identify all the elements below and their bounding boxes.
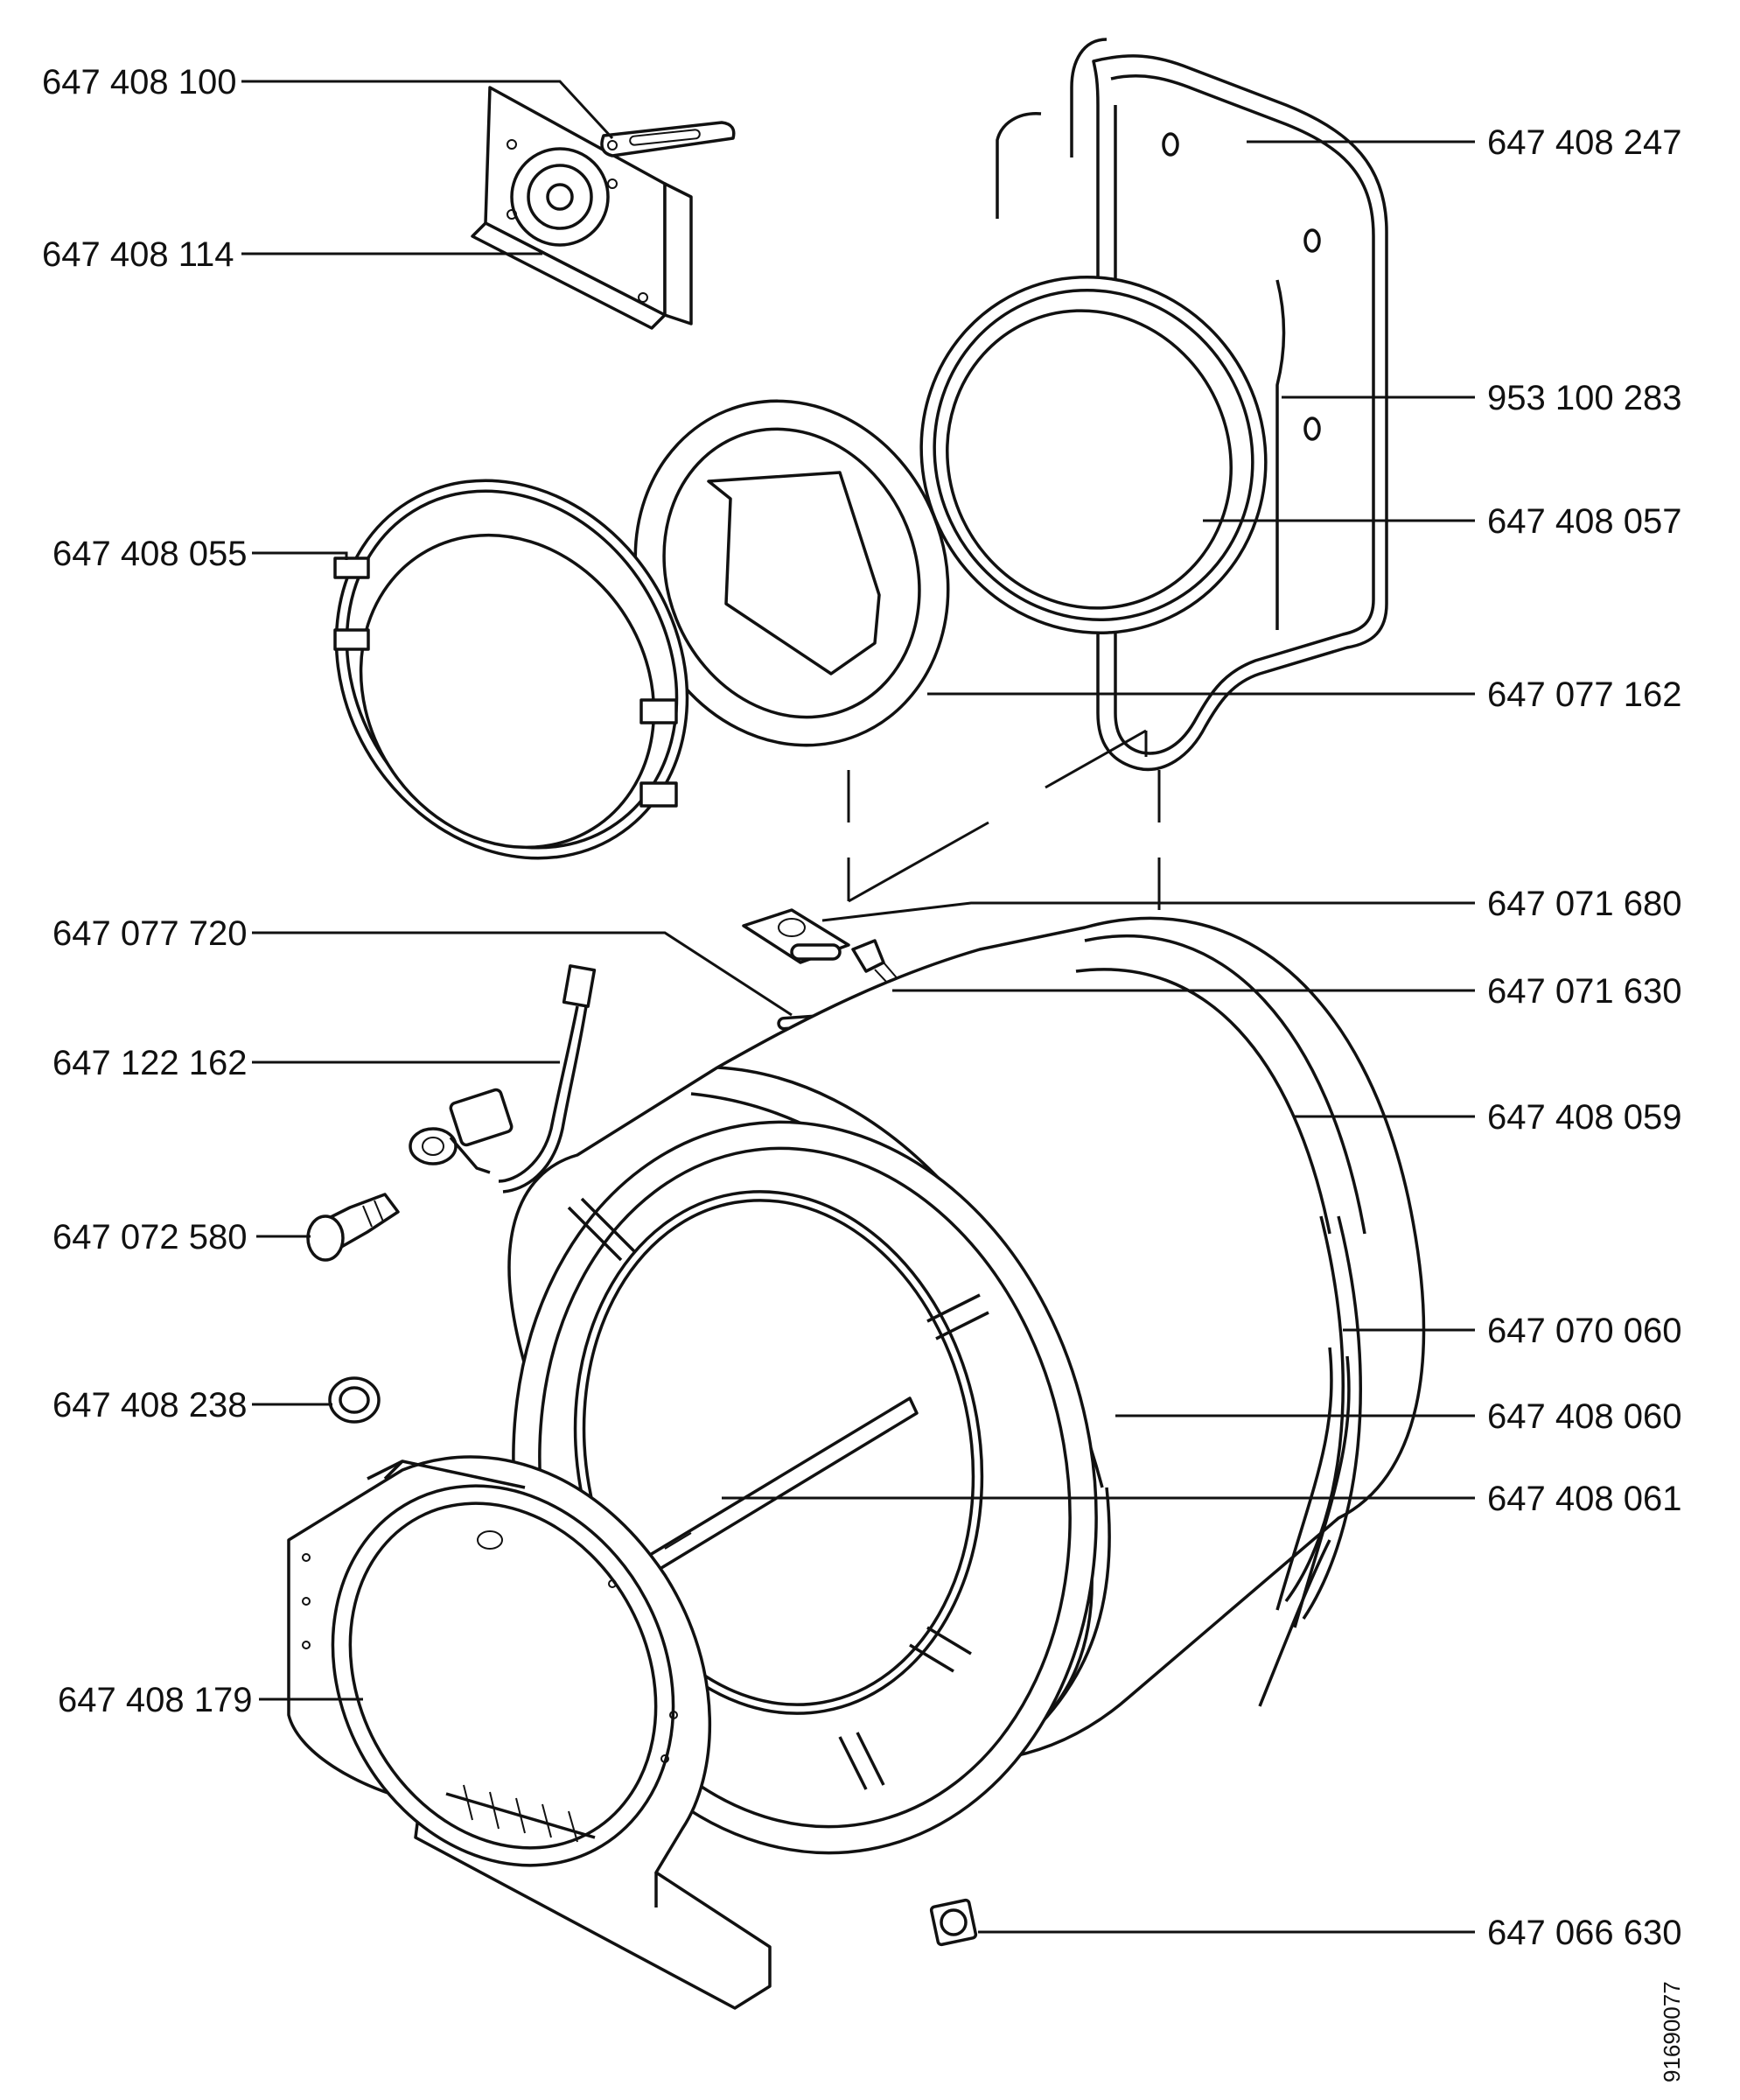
- callout-953-100-283: 953 100 283: [1487, 379, 1681, 417]
- callout-647-072-580: 647 072 580: [52, 1218, 247, 1256]
- leader-lines: [241, 80, 1475, 1934]
- bearing-part: [929, 1898, 978, 1947]
- callout-labels: 647 408 100 647 408 114 647 408 055 647 …: [42, 63, 1681, 1952]
- callout-647-077-162: 647 077 162: [1487, 676, 1681, 714]
- callout-647-071-680: 647 071 680: [1487, 885, 1681, 923]
- drum-part: [507, 916, 1426, 1855]
- callout-647-408-114: 647 408 114: [42, 235, 234, 274]
- rear-ring-part: [919, 275, 1268, 635]
- drawing-number: 91690077: [1659, 1981, 1685, 2082]
- callout-647-408-057: 647 408 057: [1487, 502, 1681, 541]
- callout-647-408-061: 647 408 061: [1487, 1480, 1681, 1518]
- callout-647-408-059: 647 408 059: [1487, 1098, 1681, 1137]
- callout-647-122-162: 647 122 162: [52, 1044, 247, 1082]
- grommet-part: [328, 1376, 381, 1424]
- callout-647-408-238: 647 408 238: [52, 1386, 247, 1424]
- assembly-guide-lines: [847, 729, 1161, 976]
- lamp-cable-part: [409, 964, 597, 1194]
- callout-647-408-055: 647 408 055: [52, 535, 247, 573]
- front-bracket-part: [287, 1455, 772, 2010]
- thermostat-part: [742, 908, 911, 998]
- callout-647-408-179: 647 408 179: [58, 1681, 252, 1719]
- callout-647-408-060: 647 408 060: [1487, 1397, 1681, 1436]
- filter-frame-part: [633, 399, 950, 747]
- lamp-bulb-part: [306, 1193, 400, 1262]
- callout-647-070-060: 647 070 060: [1487, 1312, 1681, 1350]
- callout-647-408-100: 647 408 100: [42, 63, 236, 102]
- clamp-ring-part: [333, 479, 689, 860]
- callout-647-077-720: 647 077 720: [52, 914, 247, 953]
- bracket-plate-part: [471, 86, 693, 330]
- callout-647-066-630: 647 066 630: [1487, 1914, 1681, 1952]
- callout-647-408-247: 647 408 247: [1487, 123, 1681, 162]
- link-bar-part: [600, 121, 736, 158]
- callout-647-071-630: 647 071 630: [1487, 972, 1681, 1011]
- drive-belt-part: [1258, 1347, 1351, 1707]
